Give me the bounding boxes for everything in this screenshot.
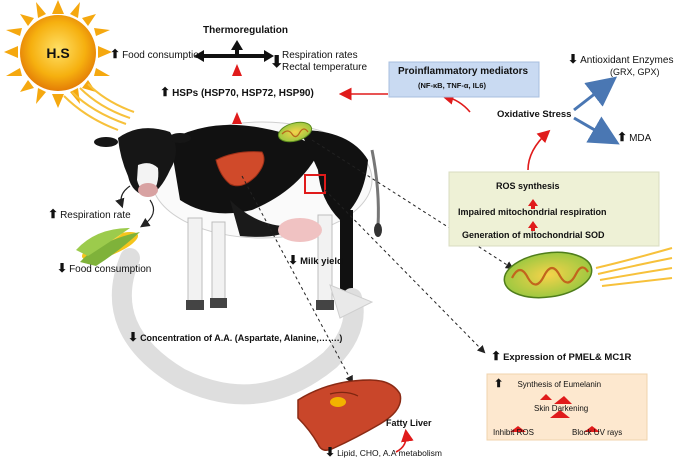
proinflammatory-list: (NF-κB, TNF-α, IL6) — [418, 81, 486, 90]
mito-pathway-box — [448, 171, 660, 247]
antioxidant-enzymes-list: (GRX, GPX) — [610, 67, 660, 77]
sun-label: H.S — [46, 45, 70, 61]
cow-liver-icon — [215, 151, 265, 187]
inhibit-ros-label: Inhibit ROS — [493, 428, 534, 437]
blue-arrow-mda — [573, 116, 620, 145]
hsps-label: ⬆HSPs (HSP70, HSP72, HSP90) — [160, 85, 314, 99]
eumelanin-label: ⬆ Synthesis of Eumelanin — [494, 378, 602, 390]
liver-metabolism-label: ⬇Lipid, CHO, A.A metabolism — [325, 445, 442, 459]
up-arrow-icon: ⬆ — [110, 47, 121, 61]
down-arrow-icon: ⬇ — [128, 330, 139, 344]
mito-sod-label: Generation of mitochondrial SOD — [462, 230, 605, 240]
food-consumption-left: ⬇Food consumption — [57, 261, 152, 275]
food-consumption-top: ⬆Food consumption — [110, 47, 205, 61]
skin-darkening-label: Skin Darkening — [534, 404, 589, 413]
proinflammatory-box — [388, 61, 540, 98]
liver-illustration — [297, 379, 402, 451]
respiration-rate-left: ⬆Respiration rate — [48, 207, 131, 221]
impaired-respiration-label: Impaired mitochondrial respiration — [458, 207, 607, 217]
sun-ray-lines — [63, 83, 135, 131]
down-arrow-icon: ⬇ — [270, 54, 284, 71]
oxidative-stress-label: Oxidative Stress — [497, 109, 572, 120]
down-arrow-icon: ⬇ — [288, 253, 299, 267]
up-arrow-icon: ⬆ — [617, 130, 628, 144]
proinflammatory-title: Proinflammatory mediators — [398, 66, 529, 77]
pmel-box — [486, 373, 648, 441]
skin-highlight-box — [304, 174, 326, 194]
sun-ray-lines-right — [595, 247, 673, 287]
pmel-title: ⬆Expression of PMEL& MC1R — [491, 349, 632, 363]
thermoregulation-title: Thermoregulation — [203, 25, 289, 36]
down-arrow-icon: ⬇ — [325, 445, 336, 459]
down-arrow-icon: ⬇ — [568, 52, 579, 66]
mitochondrion-icon — [503, 251, 593, 299]
respiration-rates-label: ⬇ Respiration rates — [270, 50, 358, 71]
antioxidant-label: ⬇Antioxidant Enzymes — [568, 52, 674, 66]
red-up-triangle-bottom — [232, 112, 242, 124]
red-up-triangle-top — [232, 64, 242, 76]
up-arrow-icon: ⬆ — [491, 349, 502, 363]
fatty-liver-label: Fatty Liver — [386, 418, 432, 428]
up-arrow-icon: ⬆ — [48, 207, 59, 221]
up-arrow-icon: ⬆ — [160, 85, 171, 99]
up-arrow-icon: ⬆ — [494, 378, 504, 390]
amino-acids-label: ⬇Concentration of A.A. (Aspartate, Alani… — [128, 330, 343, 344]
mda-label: ⬆MDA — [617, 130, 652, 144]
corn-icon — [76, 228, 140, 266]
nutrient-cycle-arrow — [111, 248, 364, 405]
down-arrow-icon: ⬇ — [57, 261, 68, 275]
cow-illustration — [94, 121, 382, 310]
blue-arrow-antioxidant — [573, 76, 618, 112]
cow-mitochondrion-icon — [277, 121, 313, 143]
thermo-arrows — [194, 40, 274, 62]
milk-yield-label: ⬇Milk yield — [288, 253, 343, 267]
ros-synthesis-label: ROS synthesis — [496, 181, 560, 191]
block-uv-label: Block UV rays — [572, 428, 623, 437]
rectal-temperature-label: Rectal temperature — [282, 62, 368, 73]
